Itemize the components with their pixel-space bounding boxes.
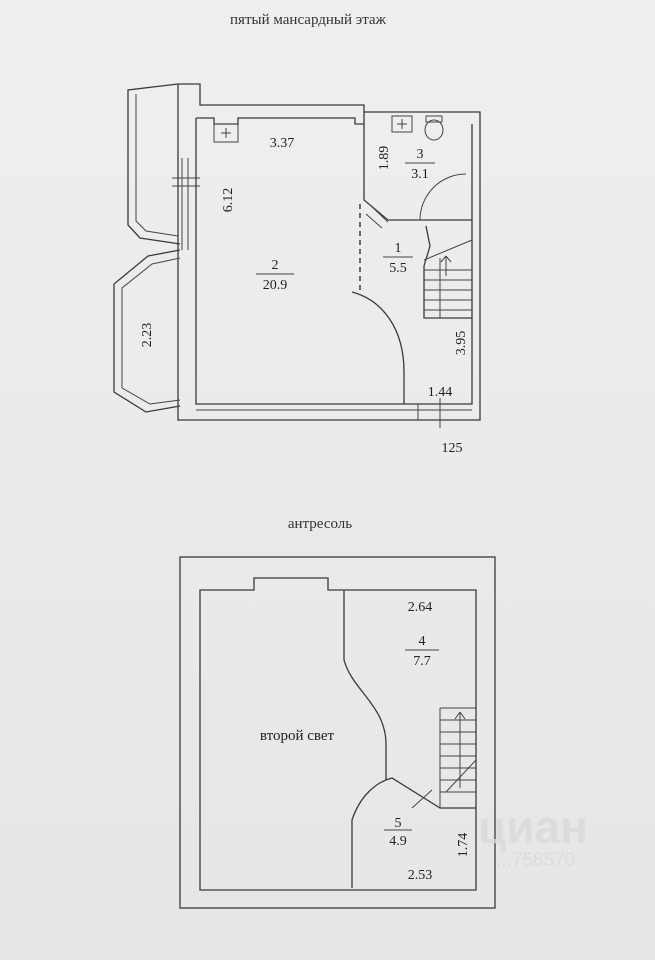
bay-window-top bbox=[127, 83, 181, 245]
toilet bbox=[424, 119, 444, 141]
stair-arrow bbox=[440, 255, 452, 263]
dim-2-23: 2.23 bbox=[140, 323, 155, 348]
watermark-logo: циан bbox=[478, 801, 588, 853]
curved-partition bbox=[351, 291, 405, 404]
room-1-area: 5.5 bbox=[389, 261, 407, 276]
mezzanine-title: антресоль bbox=[288, 516, 352, 532]
mezzanine-plan: 2.64 1.74 2.53 4 7.7 5 4.9 второй свет bbox=[179, 556, 496, 909]
bay-window-lower bbox=[113, 249, 181, 413]
dim-3-95: 3.95 bbox=[454, 331, 469, 356]
room-5-wall bbox=[351, 777, 476, 888]
stair-wall bbox=[423, 225, 472, 319]
dim-1-89: 1.89 bbox=[377, 146, 392, 171]
room-4-number: 4 bbox=[419, 634, 426, 649]
dim-2-64: 2.64 bbox=[408, 600, 433, 615]
staircase bbox=[423, 239, 473, 318]
room-4-area: 7.7 bbox=[413, 654, 431, 669]
dim-1-74: 1.74 bbox=[456, 833, 471, 858]
watermark: циан ...758570 bbox=[478, 801, 588, 871]
mark-125: 125 bbox=[442, 441, 463, 456]
dim-3-37: 3.37 bbox=[270, 136, 295, 151]
dim-2-53: 2.53 bbox=[408, 868, 433, 883]
outer-wall bbox=[177, 83, 481, 421]
room-5-number: 5 bbox=[395, 816, 402, 831]
attic-floor-plan: 3.37 6.12 1.89 2.23 3.95 1.44 125 3 3.1 … bbox=[113, 83, 481, 456]
mezzanine-outer-wall bbox=[179, 556, 496, 909]
bathroom-door-swing bbox=[419, 173, 467, 221]
room-2-area: 20.9 bbox=[263, 278, 288, 293]
mezzanine-inner-wall bbox=[199, 577, 477, 891]
room-3-area: 3.1 bbox=[411, 167, 429, 182]
floor-title: пятый мансардный этаж bbox=[230, 12, 387, 28]
room-3-number: 3 bbox=[417, 147, 424, 162]
mezzanine-stair-arrow bbox=[454, 711, 466, 720]
room-1-number: 1 bbox=[395, 241, 402, 256]
mezzanine-staircase bbox=[439, 707, 477, 808]
watermark-id: ...758570 bbox=[496, 850, 575, 871]
dim-1-44: 1.44 bbox=[428, 385, 453, 400]
room-5-area: 4.9 bbox=[389, 834, 407, 849]
inner-wall bbox=[195, 117, 473, 405]
second-light-label: второй свет bbox=[260, 728, 335, 744]
room-2-number: 2 bbox=[272, 258, 279, 273]
second-light-boundary bbox=[343, 590, 387, 780]
dim-6-12: 6.12 bbox=[221, 188, 236, 213]
